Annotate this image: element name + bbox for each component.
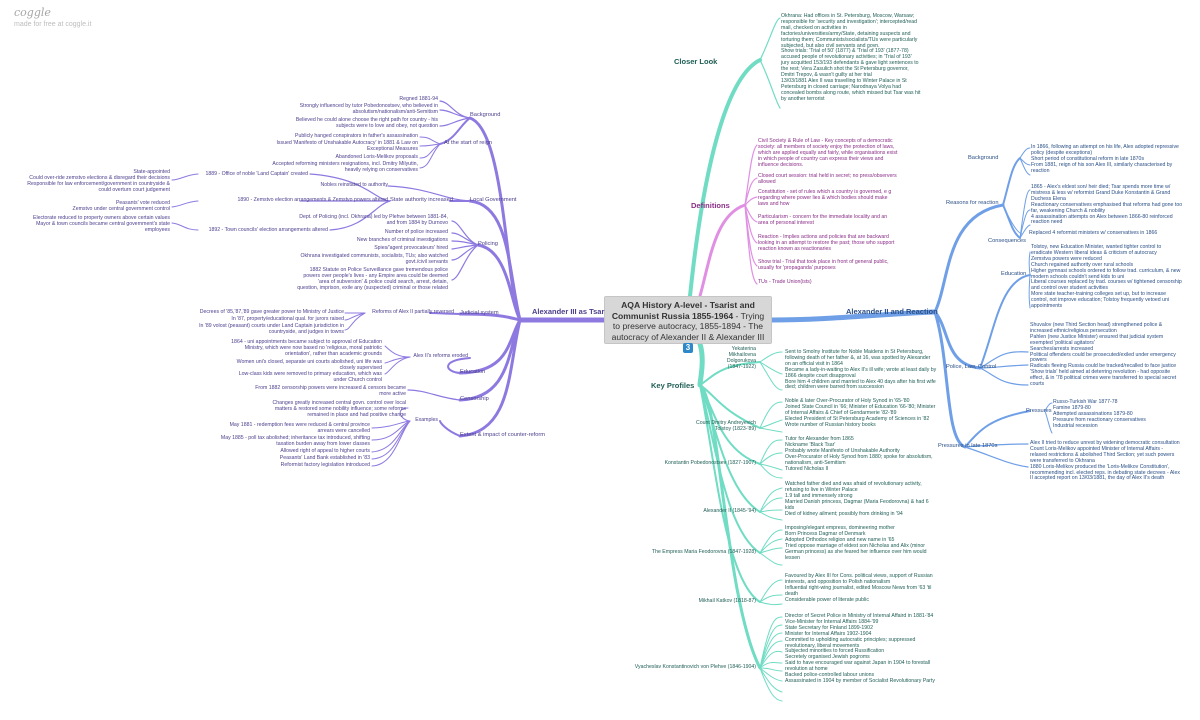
profile-katkov[interactable]: Mikhail Katkov (1818-87) — [698, 598, 756, 604]
node-reasons-for-reaction[interactable]: Reasons for reaction — [946, 200, 999, 206]
profile-maria-feodorovna-text[interactable]: Imposing/elegant empress, domineering mo… — [785, 525, 927, 561]
def-closed-court[interactable]: Closed court session: trial held in secr… — [758, 173, 897, 185]
branch-definitions[interactable]: Definitions — [691, 201, 730, 210]
leaf-redemption-fees[interactable]: May 1881 - redemption fees were reduced … — [229, 422, 370, 434]
leaf-police-number[interactable]: Number of police increased — [384, 229, 448, 235]
central-topic[interactable]: AQA History A-level - Tsarist and Commun… — [604, 296, 772, 354]
node-education[interactable]: Education — [460, 369, 486, 375]
leaf-land-bank[interactable]: Peasants' Land Bank established in '83 — [279, 455, 370, 461]
collapsed-count-badge[interactable]: 3 — [682, 343, 694, 354]
node-extent-impact[interactable]: Extent & impact of counter-reform — [460, 432, 546, 438]
leaf-town-1892[interactable]: 1892 - Town councils' election arrangeme… — [208, 227, 328, 233]
profile-dolgorukova[interactable]: Yekaterina Mikhailovna Dolgorukova (1847… — [726, 346, 756, 370]
leaf-zemstvo-details[interactable]: Peasants' vote reduced Zemstvo under cen… — [72, 200, 170, 212]
profile-pobedonostsev[interactable]: Konstantin Pobedonostsev (1827-1907) — [664, 460, 756, 466]
leaf-hanged[interactable]: Publicly hanged conspirators in father's… — [295, 133, 418, 139]
leaf-pobedonostsev[interactable]: Strongly influenced by tutor Pobedonosts… — [299, 103, 438, 115]
leaf-a2-background-text[interactable]: In 1866, following an attempt on his lif… — [1031, 144, 1179, 174]
leaf-zemstvo-1890[interactable]: 1890 - Zemstvo election arrangements & Z… — [237, 197, 388, 203]
leaf-censorship-1882[interactable]: From 1882 censorship powers were increas… — [255, 385, 406, 397]
node-pressures[interactable]: Pressures — [1026, 408, 1052, 414]
node-state-authority[interactable]: State authority increased — [390, 197, 453, 203]
def-constitution[interactable]: Constitution - set of rules which a coun… — [758, 189, 892, 207]
profile-plehve[interactable]: Vyacheslav Konstantinovich von Plehve (1… — [634, 664, 756, 670]
profile-tolstoy[interactable]: Count Dmitry Andreyevich Tolstoy (1823-'… — [696, 420, 756, 432]
leaf-spies[interactable]: Spies/'agent provocateurs' hired — [374, 245, 448, 251]
leaf-manifesto[interactable]: Issued 'Manifesto of Unshakable Autocrac… — [276, 140, 418, 152]
leaf-consequences-text[interactable]: 1865 - Alex's eldest son/ heir died; Tsa… — [1031, 184, 1183, 226]
leaf-poll-tax[interactable]: May 1885 - poll tax abolished; inheritan… — [220, 435, 370, 447]
central-topic-text: - Trying to preserve autocracy, 1855-189… — [611, 310, 765, 342]
leaf-loris-abandoned[interactable]: Abandoned Loris-Melikov proposals — [335, 154, 418, 160]
node-a2-background[interactable]: Background — [968, 155, 999, 161]
brand-tagline[interactable]: made for free at coggle.it — [14, 21, 92, 28]
node-local-government[interactable]: Local Government — [470, 197, 517, 203]
def-particularism[interactable]: Particularism - concern for the immediat… — [758, 214, 888, 226]
node-reforms-eroded[interactable]: Alex II's reforms eroded — [413, 353, 468, 359]
branch-closer-look[interactable]: Closer Look — [674, 57, 718, 66]
leaf-captain-details[interactable]: State-appointed Could over-ride zemstvo … — [27, 169, 170, 193]
node-police-law-control[interactable]: Police, Law, Control — [946, 364, 997, 370]
leaf-volost-courts[interactable]: In '89 volost (peasant) courts under Lan… — [199, 323, 344, 335]
central-topic-title: AQA History A-level - Tsarist and Commun… — [611, 300, 755, 321]
profile-pobedonostsev-text[interactable]: Tutor for Alexander from 1865 Nickname '… — [785, 436, 933, 472]
leaf-a2-education-text[interactable]: Tolstoy, new Education Minister, wanted … — [1031, 244, 1182, 310]
def-tus[interactable]: TUs - Trade Union(ists) — [758, 279, 812, 285]
def-show-trial[interactable]: Show trial - Trial that took place in fr… — [758, 259, 889, 271]
leaf-land-captain[interactable]: 1889 - Office of noble 'Land Captain' cr… — [205, 171, 308, 177]
leaf-factory-legislation[interactable]: Reformist factory legislation introduced — [280, 462, 370, 468]
branch-alexander-ii[interactable]: Alexander II and Reaction — [846, 307, 938, 316]
leaf-appeal[interactable]: Allowed right of appeal to higher courts — [280, 448, 370, 454]
def-civil-society[interactable]: Civil Society & Rule of Law - Key concep… — [758, 138, 898, 168]
leaf-reigned[interactable]: Regned 1881-94 — [399, 96, 438, 102]
def-reaction[interactable]: Reaction - Implies actions and policies … — [758, 234, 895, 252]
profile-plehve-text[interactable]: Director of Secret Police in Ministry of… — [785, 613, 935, 684]
leaf-jurors[interactable]: In '87, property/educational qual. for j… — [231, 316, 344, 322]
leaf-decrees[interactable]: Decrees of '85,'87,'89 gave greater powe… — [199, 309, 344, 315]
node-examples[interactable]: Examples — [415, 417, 438, 423]
node-start-of-reign[interactable]: At the start of reign — [444, 140, 493, 146]
node-pressures-late-1870s[interactable]: Pressures in late 1870s — [938, 443, 998, 449]
leaf-replaced-ministers[interactable]: Replaced 4 reformist ministers w/ conser… — [1029, 230, 1158, 236]
profile-dolgorukova-text[interactable]: Sent to Smolny Institute for Noble Maide… — [785, 349, 937, 391]
leaf-believed[interactable]: Believed he could alone choose the right… — [295, 117, 438, 129]
profile-maria-feodorovna[interactable]: The Empress Maria Feodorovna (1847-1928) — [651, 549, 756, 555]
leaf-loris-melikov[interactable]: Alex II tried to reduce unrest by wideni… — [1030, 440, 1180, 482]
node-reforms-reversed[interactable]: Reforms of Alex II partially reversed — [372, 309, 454, 315]
node-consequences[interactable]: Consequences — [988, 238, 1026, 244]
leaf-statute-1882[interactable]: 1882 Statute on Police Surveillance gave… — [297, 267, 448, 291]
leaf-closer-look-text[interactable]: Okhrana: Had offices in St. Petersburg, … — [781, 13, 921, 102]
leaf-women-unis[interactable]: Women uni's closed, separate uni courts … — [236, 359, 382, 371]
leaf-dept-policing[interactable]: Dept. of Policing (incl. Okhrana) led by… — [299, 214, 448, 226]
leaf-pressures-list[interactable]: Russo-Turkish War 1877-78 Famine 1879-80… — [1053, 399, 1146, 429]
leaf-okhrana-investigations[interactable]: Okhrana investigated communists, sociali… — [300, 253, 448, 265]
leaf-low-class-kids[interactable]: Low-class kids were removed to primary e… — [238, 371, 382, 383]
profile-alexander[interactable]: Alexander II (1845-'94) — [703, 508, 756, 514]
profile-katkov-text[interactable]: Favoured by Alex III for Cons. political… — [785, 573, 933, 603]
profile-tolstoy-text[interactable]: Noble & later Over-Procurator of Holy Sy… — [785, 398, 936, 428]
node-a2-education[interactable]: Education — [1001, 271, 1027, 277]
node-policing[interactable]: Policing — [478, 241, 498, 247]
leaf-nobles[interactable]: Nobles reinstated to authority — [320, 182, 388, 188]
leaf-town-details[interactable]: Electorate reduced to property owners ab… — [33, 215, 170, 233]
branch-key-profiles[interactable]: Key Profiles — [651, 381, 695, 390]
branch-alexander-iii[interactable]: Alexander III as Tsar — [532, 307, 605, 316]
node-background[interactable]: Background — [470, 112, 501, 118]
leaf-changes-control[interactable]: Changes greatly increased central govn. … — [272, 400, 406, 418]
leaf-criminal-branches[interactable]: New branches of criminal investigations — [356, 237, 448, 243]
brand-logo: coggle — [14, 6, 51, 19]
node-censorship[interactable]: Censorship — [460, 396, 489, 402]
leaf-police-measures[interactable]: Shuvalov (new Third Section head) streng… — [1030, 322, 1177, 388]
node-judicial-system[interactable]: Judicial system — [460, 310, 499, 316]
profile-alexander-text[interactable]: Watched father died and was afraid of re… — [785, 481, 929, 517]
leaf-uni-appointments[interactable]: 1864 - uni appointments became subject t… — [231, 339, 382, 357]
leaf-ministers[interactable]: Accepted reforming ministers resignation… — [272, 161, 418, 173]
